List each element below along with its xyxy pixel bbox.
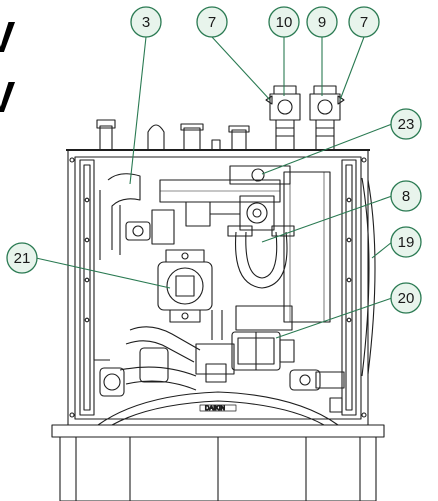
callout-20: 20 [390, 282, 422, 314]
brand-logo: DAIKIN [205, 406, 225, 412]
leader-23 [261, 123, 393, 175]
top-fittings [96, 119, 250, 151]
lower-pipework [119, 310, 235, 391]
callout-20-label: 20 [398, 290, 415, 307]
callout-19-label: 19 [398, 234, 415, 251]
leader-19 [371, 241, 393, 259]
callout-7b-label: 7 [360, 14, 368, 31]
callout-10: 10 [268, 6, 300, 38]
bottom-right-components [289, 369, 345, 413]
callout-10-label: 10 [276, 14, 293, 31]
callout-9-label: 9 [318, 14, 326, 31]
unit-drawing: DAIKIN [51, 85, 385, 501]
heading-fragment-top: V [0, 13, 16, 62]
callout-23: 23 [390, 108, 422, 140]
base-pallet [51, 391, 385, 501]
callout-7b: 7 [348, 6, 380, 38]
callout-21-label: 21 [14, 250, 31, 267]
callout-21: 21 [6, 242, 38, 274]
callout-9: 9 [306, 6, 338, 38]
hose-loop [227, 225, 295, 289]
leader-lines [35, 36, 393, 339]
valve-assembly-right [309, 85, 345, 151]
right-components [283, 171, 376, 377]
pump [157, 249, 213, 323]
leader-3 [129, 36, 147, 185]
left-pipework [93, 173, 175, 397]
callout-3-label: 3 [142, 14, 150, 31]
leader-7a [211, 36, 271, 101]
callout-8: 8 [390, 180, 422, 212]
callout-8-label: 8 [402, 188, 410, 205]
valve-20 [231, 305, 295, 371]
valve-assembly-left [265, 85, 301, 151]
leader-20 [275, 297, 393, 339]
upper-manifold [159, 165, 291, 231]
leader-8 [261, 195, 393, 243]
callout-7a: 7 [196, 6, 228, 38]
callout-23-label: 23 [398, 116, 415, 133]
callout-7a-label: 7 [208, 14, 216, 31]
leader-21 [35, 257, 171, 289]
heading-fragment-bottom: V [0, 73, 16, 122]
leader-7b [339, 36, 365, 101]
callout-19: 19 [390, 226, 422, 258]
callout-3: 3 [130, 6, 162, 38]
